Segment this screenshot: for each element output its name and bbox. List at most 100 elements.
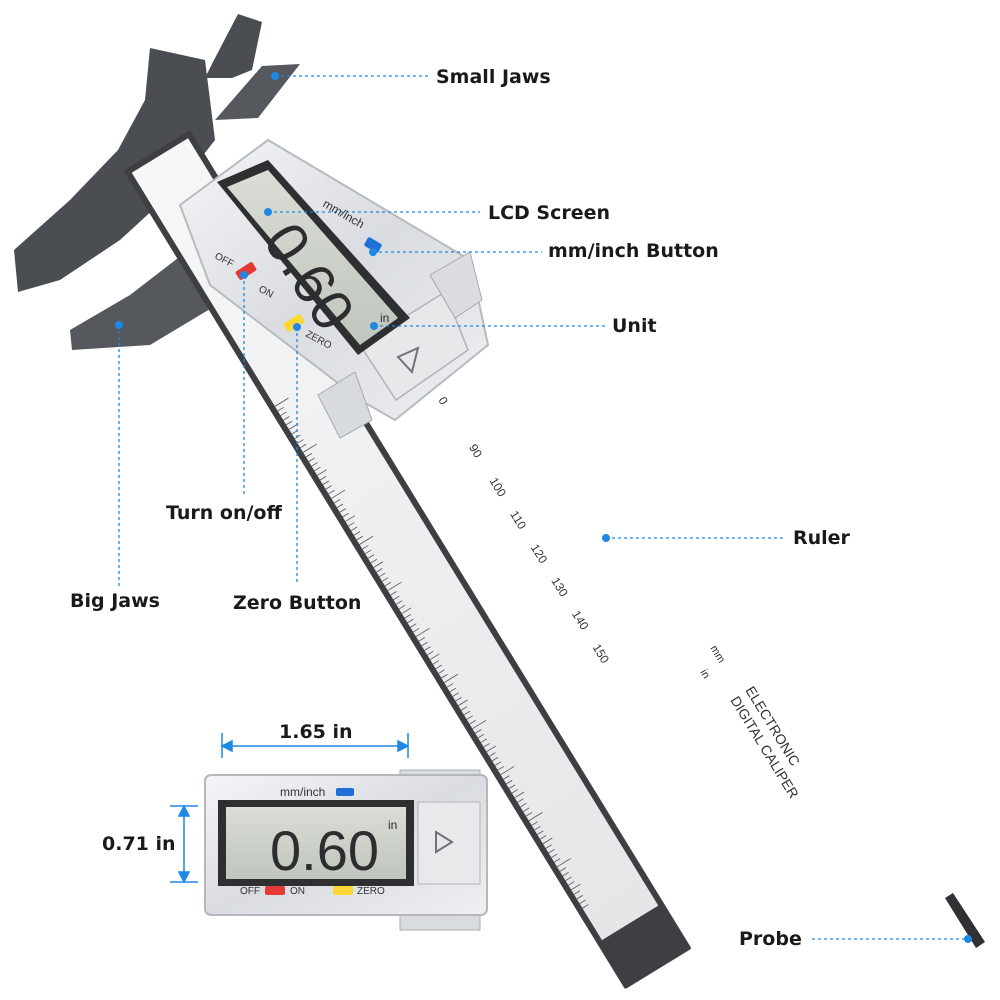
ruler-tick [548, 848, 555, 854]
ruler-tick [517, 798, 524, 803]
ruler-tick [466, 715, 473, 720]
front-zero-label: ZERO [357, 886, 385, 897]
ruler-tick [328, 489, 335, 495]
ruler-tick [401, 607, 412, 614]
front-off-label: OFF [240, 886, 260, 897]
height-dimension-label: 0.71 in [102, 833, 176, 855]
ruler-tick [514, 791, 525, 799]
ruler-tick [452, 692, 459, 697]
ruler-tick [325, 485, 332, 490]
ruler-tick [463, 710, 471, 716]
ruler-tick [300, 443, 307, 449]
width-dimension [220, 733, 410, 758]
front-mm-inch-label: mm/inch [280, 785, 325, 799]
ruler-tick [491, 756, 499, 762]
ruler-tick [579, 899, 586, 904]
ruler-tick [333, 499, 341, 504]
ruler-tick [534, 825, 541, 831]
ruler-tick [427, 650, 434, 656]
ruler-tick [305, 453, 313, 458]
dot-probe [964, 935, 972, 943]
ruler-tick [500, 765, 515, 776]
label-turn-on-off: Turn on/off [166, 502, 282, 524]
ruler-tick [460, 706, 468, 711]
ruler-number: 0 [435, 394, 451, 407]
ruler-tick [412, 627, 420, 633]
small-jaw-lower [215, 64, 300, 120]
ruler-tick [297, 439, 304, 444]
ruler-tick [539, 835, 547, 840]
ruler-tick [367, 554, 375, 559]
ruler-tick [379, 572, 386, 578]
ruler-tick [511, 789, 519, 794]
front-mm-inch-button[interactable] [336, 788, 354, 796]
ruler-tick [542, 837, 553, 845]
ruler-number: 90 [466, 442, 485, 461]
front-arrow-icon [435, 830, 454, 854]
ruler-tick [317, 469, 327, 476]
ruler-tick [531, 821, 538, 826]
front-on-label: ON [290, 886, 305, 897]
label-probe: Probe [739, 928, 802, 950]
ruler-tick [370, 558, 378, 564]
front-zero-button[interactable] [333, 886, 353, 895]
ruler-tick [424, 646, 431, 651]
ruler-tick [483, 743, 490, 748]
ruler-tick [342, 512, 349, 518]
ruler-tick [410, 623, 417, 628]
ruler-tick [356, 535, 363, 541]
dot-small-jaws [271, 72, 279, 80]
ruler-tick [576, 895, 583, 900]
ruler-tick [441, 674, 448, 679]
ruler-tick [573, 890, 581, 895]
ruler-tick [350, 526, 358, 532]
ruler-tick [319, 476, 327, 481]
ruler-tick [348, 522, 355, 527]
ruler-tick [475, 729, 482, 734]
ruler-tick [311, 462, 318, 467]
ruler-tick [381, 577, 389, 582]
ruler-ticks [274, 397, 589, 909]
ruler-tick [582, 904, 589, 909]
height-dimension [170, 804, 198, 884]
ruler-tick [384, 581, 392, 587]
ruler-tick [339, 508, 346, 513]
ruler-tick [497, 766, 504, 771]
ruler-tick [390, 591, 397, 596]
ruler-tick [415, 627, 430, 637]
dot-mm-inch-button [369, 248, 377, 256]
zero-button[interactable] [283, 313, 305, 332]
ruler-tick [277, 406, 284, 412]
ruler-tick [274, 397, 289, 407]
ruler-number: 130 [548, 575, 571, 600]
ruler-tick [503, 775, 510, 780]
ruler-tick [446, 683, 454, 688]
ruler-tick [364, 549, 372, 555]
dot-zero-button [293, 323, 301, 331]
ruler-tick [308, 457, 315, 462]
front-lcd-reading: 0.60 [270, 819, 379, 882]
ruler-tick [336, 503, 344, 508]
ruler-tick [506, 779, 513, 785]
ruler-tick [280, 411, 287, 416]
label-ruler: Ruler [793, 527, 850, 549]
ruler-tick [418, 637, 425, 642]
width-dimension-label: 1.65 in [279, 721, 353, 743]
ruler-tick [520, 802, 527, 808]
ruler-tick [480, 738, 488, 743]
ruler-tick [528, 812, 543, 822]
dot-big-jaws [115, 321, 123, 329]
ruler-tick [373, 561, 384, 568]
mm-inch-button[interactable] [364, 237, 383, 254]
ruler-tick [421, 641, 428, 647]
ruler-tick [508, 784, 516, 789]
ruler-tick [353, 531, 361, 536]
ruler-tick [359, 535, 374, 545]
ruler-tick [545, 844, 552, 849]
ruler-beam [124, 130, 691, 989]
ruler-tick [302, 443, 317, 453]
ruler-tick [469, 720, 476, 725]
front-off-on-button[interactable] [265, 886, 285, 895]
ruler-tick [559, 867, 567, 872]
